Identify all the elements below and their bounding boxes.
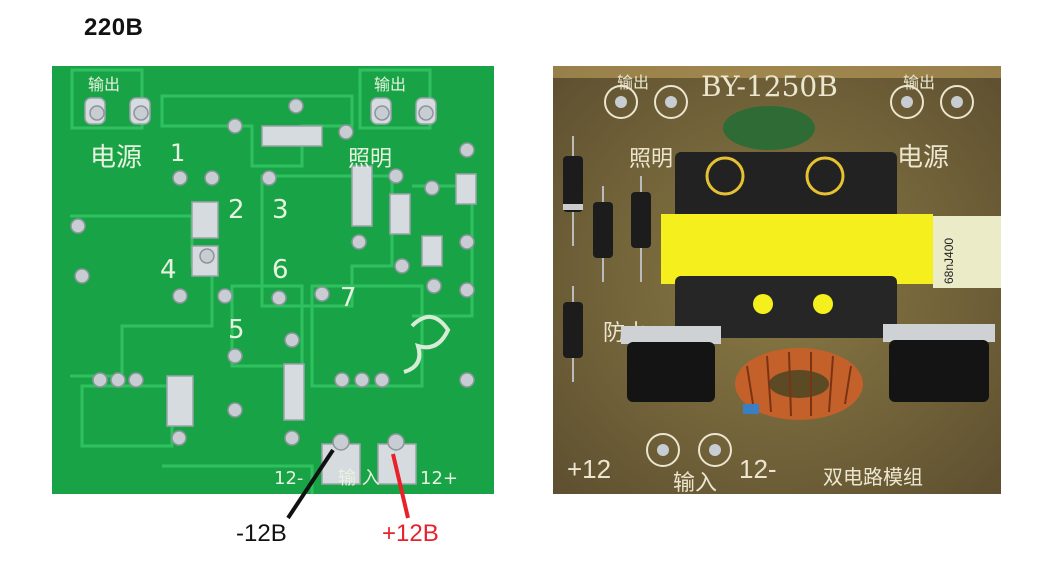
- silk-plus-12: +12: [567, 454, 611, 484]
- capacitor-label: 68nJ400: [942, 238, 956, 284]
- silk-input: 输 入: [338, 468, 380, 489]
- silk-number: 2: [228, 195, 245, 225]
- silk-top-right: 照明: [348, 147, 392, 172]
- silk-number: 7: [340, 283, 357, 313]
- mosfet-left: [621, 326, 721, 402]
- diode-components: [563, 136, 651, 382]
- silk-number: 4: [160, 255, 177, 285]
- positive-leader-line: [391, 453, 410, 519]
- mosfet-right: [883, 324, 995, 402]
- silk-12-plus: 12+: [420, 468, 458, 489]
- silk-12-minus: 12-: [274, 468, 303, 489]
- silk-minus-12: 12-: [739, 454, 777, 484]
- blue-resistor: [743, 404, 759, 414]
- silk-number: 6: [272, 255, 289, 285]
- page-title: 220В: [84, 14, 144, 41]
- brown-pcb-photo: BY-1250B 输出 输出 照明 电源 防水 68nJ400: [553, 66, 1001, 494]
- toroid-inductor: [735, 348, 863, 420]
- silk-right: 电源: [897, 142, 949, 172]
- negative-leader-line: [286, 448, 335, 520]
- film-capacitor: [933, 216, 1001, 288]
- silk-top-left-small: 输出: [88, 75, 120, 94]
- silk-number: 3: [272, 195, 289, 225]
- silk-top-left: 电源: [90, 143, 142, 173]
- negative-terminal-label: -12В: [236, 520, 287, 547]
- silk-number: 1: [170, 139, 185, 167]
- silk-input: 输入: [673, 470, 717, 494]
- leaf-logo-icon: [403, 315, 451, 374]
- transformer: [661, 152, 933, 338]
- silk-left: 照明: [629, 146, 673, 171]
- silk-top-right-small: 输出: [374, 75, 406, 94]
- green-capacitor: [723, 106, 815, 150]
- green-pcb-photo: 输出 输出 电源 照明 1 2 3 4 5 6 7 12- 输 入 12+: [52, 66, 494, 494]
- board-model-label: BY-1250B: [701, 70, 838, 103]
- silk-dual-circuit-module: 双电路模组: [823, 466, 923, 489]
- positive-terminal-label: +12В: [382, 520, 439, 547]
- silk-number: 5: [228, 315, 245, 345]
